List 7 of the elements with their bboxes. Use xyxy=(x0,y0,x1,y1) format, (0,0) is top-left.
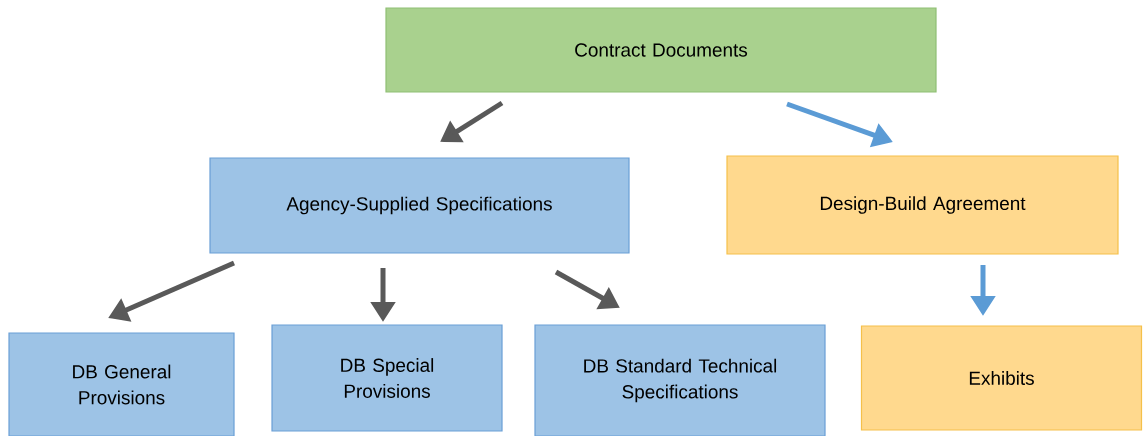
box: DB Special Provisions xyxy=(271,324,503,432)
box: DB Standard Technical Specifications xyxy=(534,324,826,436)
box: Exhibits xyxy=(860,325,1143,431)
box: Design-Build Agreement xyxy=(726,155,1119,255)
box: Agency-Supplied Specifications xyxy=(209,157,630,254)
box: Contract Documents xyxy=(385,7,937,93)
box: DB General Provisions xyxy=(8,332,235,436)
